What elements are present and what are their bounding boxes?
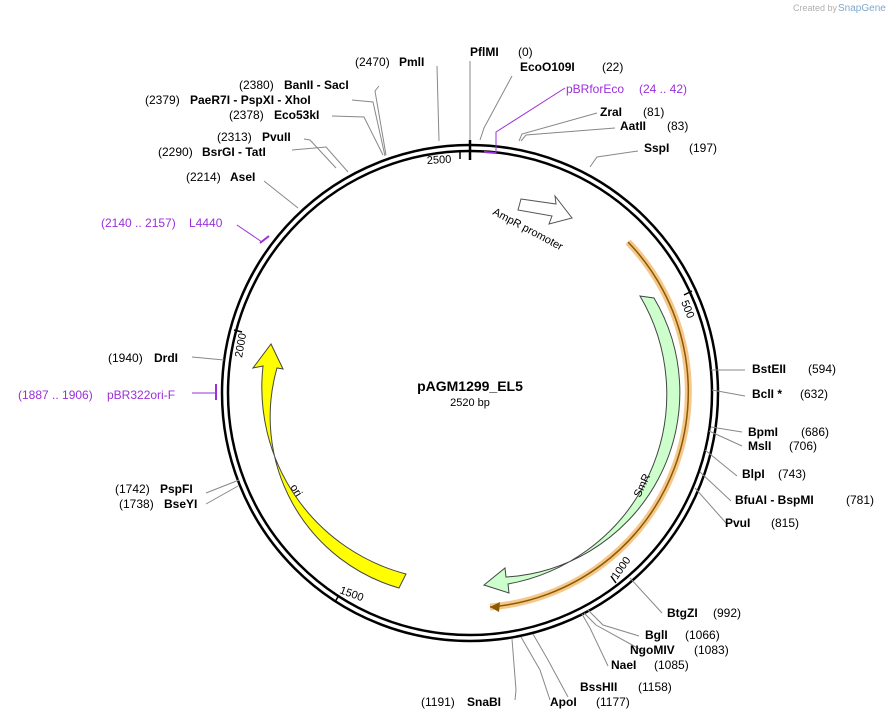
site-name-pmli[interactable]: PmlI [399,55,424,69]
site-pos-paer7i-pspxi-xhoi: (2379) [145,93,180,107]
site-name-drdi[interactable]: DrdI [154,351,178,365]
site-pos-naei: (1085) [654,658,689,672]
site-pos-bcli: (632) [800,387,828,401]
primer-range-l4440: (2140 .. 2157) [101,216,176,230]
site-pos-asei: (2214) [186,170,221,184]
site-pos-pvuii: (2313) [217,130,252,144]
site-name-aatii[interactable]: AatII [620,119,646,133]
site-name-btgzi[interactable]: BtgZI [667,606,698,620]
site-pos-pspfi: (1742) [115,482,150,496]
site-name-pvuii[interactable]: PvuII [262,130,291,144]
site-pos-bgli: (1066) [685,628,720,642]
site-name-naei[interactable]: NaeI [611,658,636,672]
orf-arrowhead [490,602,500,612]
site-pos-bseyi: (1738) [119,497,154,511]
scale-ticks [233,151,693,603]
site-pos-zrai: (81) [643,105,664,119]
site-name-apoi[interactable]: ApoI [550,695,577,709]
orf-line [489,241,690,608]
site-name-pflmi[interactable]: PflMI [470,45,499,59]
site-name-ngomiv[interactable]: NgoMIV [630,643,675,657]
tick-label-2500: 2500 [427,154,452,167]
snapgene-logo: SnapGene [838,3,886,14]
ori-label: ori [287,482,304,499]
site-name-banii-saci[interactable]: BanII - SacI [284,78,349,92]
primer-name-pbrforeco[interactable]: pBRforEco [566,82,624,96]
site-pos-bfuai-bspmi: (781) [846,493,874,507]
site-pos-bsshii: (1158) [638,680,672,694]
plasmid-name: pAGM1299_EL5 [417,378,523,394]
smr-feature-arrow[interactable] [482,295,681,594]
site-name-bseyi[interactable]: BseYI [164,497,197,511]
site-pos-bpmi: (686) [801,425,829,439]
site-name-paer7i-pspxi-xhoi[interactable]: PaeR7I - PspXI - XhoI [190,93,311,107]
site-pos-pvui: (815) [771,516,799,530]
site-name-eco53ki[interactable]: Eco53kI [274,108,319,122]
site-pos-bsteii: (594) [808,362,836,376]
site-pos-banii-saci: (2380) [239,78,274,92]
site-leader-lines [191,61,746,701]
tick-label-1500: 1500 [338,585,365,605]
primer-labels: pBRforEco (24 .. 42) L4440 (2140 .. 2157… [18,82,687,402]
site-name-bfuai-bspmi[interactable]: BfuAI - BspMI [735,493,814,507]
site-name-bsshii[interactable]: BssHII [580,680,617,694]
site-pos-btgzi: (992) [713,606,741,620]
site-name-asei[interactable]: AseI [230,170,255,184]
site-pos-pmli: (2470) [355,55,390,69]
site-name-bgli[interactable]: BglI [645,628,668,642]
site-name-pspfi[interactable]: PspFI [160,482,193,496]
primer-range-pbr322ori-f: (1887 .. 1906) [18,388,93,402]
site-pos-snabi: (1191) [421,695,455,709]
site-name-pvui[interactable]: PvuI [725,516,750,530]
site-name-zrai[interactable]: ZraI [600,105,622,119]
site-pos-apoi: (1177) [596,695,630,709]
site-pos-pflmi: (0) [518,45,533,59]
site-name-snabi[interactable]: SnaBI [467,695,501,709]
site-name-bsrgi-tati[interactable]: BsrGI - TatI [202,145,266,159]
site-pos-msli: (706) [789,439,817,453]
site-pos-bsrgi-tati: (2290) [158,145,193,159]
site-pos-eco53ki: (2378) [229,108,264,122]
site-pos-sspi: (197) [689,141,717,155]
site-pos-blpi: (743) [778,467,806,481]
primer-marks [192,87,566,400]
tick-label-2000: 2000 [233,332,249,358]
ampr-promoter-arrow[interactable] [517,194,573,225]
ori-feature-arrow[interactable] [251,343,407,589]
site-name-bpmi[interactable]: BpmI [748,425,778,439]
site-name-sspi[interactable]: SspI [644,141,669,155]
site-name-msli[interactable]: MslI [748,439,771,453]
primer-range-pbrforeco: (24 .. 42) [639,82,687,96]
site-pos-aatii: (83) [667,119,688,133]
plasmid-length: 2520 bp [450,397,490,409]
site-name-blpi[interactable]: BlpI [742,467,765,481]
site-pos-ngomiv: (1083) [694,643,729,657]
primer-name-l4440[interactable]: L4440 [189,216,223,230]
primer-name-pbr322ori-f[interactable]: pBR322ori-F [107,388,175,402]
site-name-bsteii[interactable]: BstEII [752,362,786,376]
site-pos-drdi: (1940) [108,351,143,365]
site-name-bcli[interactable]: BclI * [752,387,782,401]
site-pos-ecoo109i: (22) [602,60,623,74]
site-name-ecoo109i[interactable]: EcoO109I [520,60,575,74]
watermark-text: Created by [793,3,838,13]
site-labels: PflMI (0) EcoO109I (22) ZraI (81) AatII … [108,45,874,709]
